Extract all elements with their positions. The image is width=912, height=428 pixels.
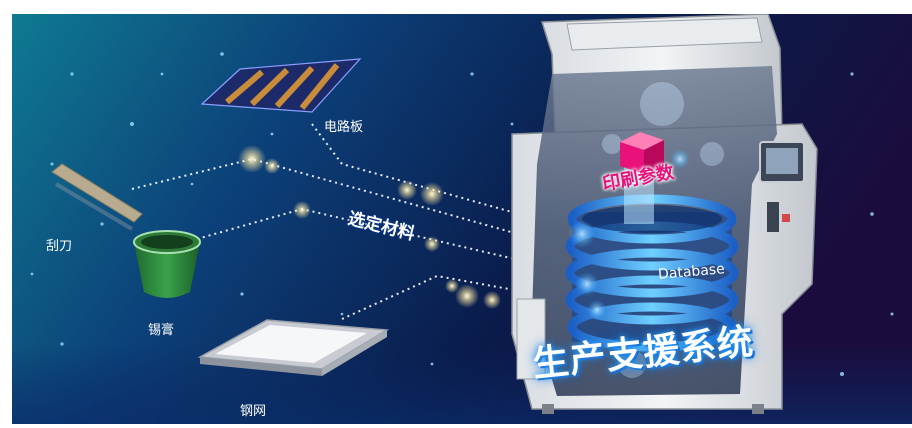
stencil-icon (197, 319, 390, 376)
squeegee-icon (51, 163, 143, 231)
parameter-cube-icon (620, 132, 690, 224)
database-cylinder-icon (565, 194, 739, 352)
glow-sparks (238, 145, 501, 309)
stencil-label: 钢网 (240, 404, 267, 419)
solder-paste-label: 锡膏 (148, 323, 175, 338)
squeegee-label: 刮刀 (46, 239, 73, 254)
circuit-board-label: 电路板 (324, 120, 364, 135)
circuit-board-icon (200, 58, 362, 113)
bokeh-dots (30, 52, 894, 376)
scene-graphics (12, 14, 912, 424)
illustration: 电路板 刮刀 锡膏 钢网 选定材料 Database 印刷参数 生产支援系统 (12, 14, 912, 424)
solder-paste-jar-icon (133, 230, 201, 298)
